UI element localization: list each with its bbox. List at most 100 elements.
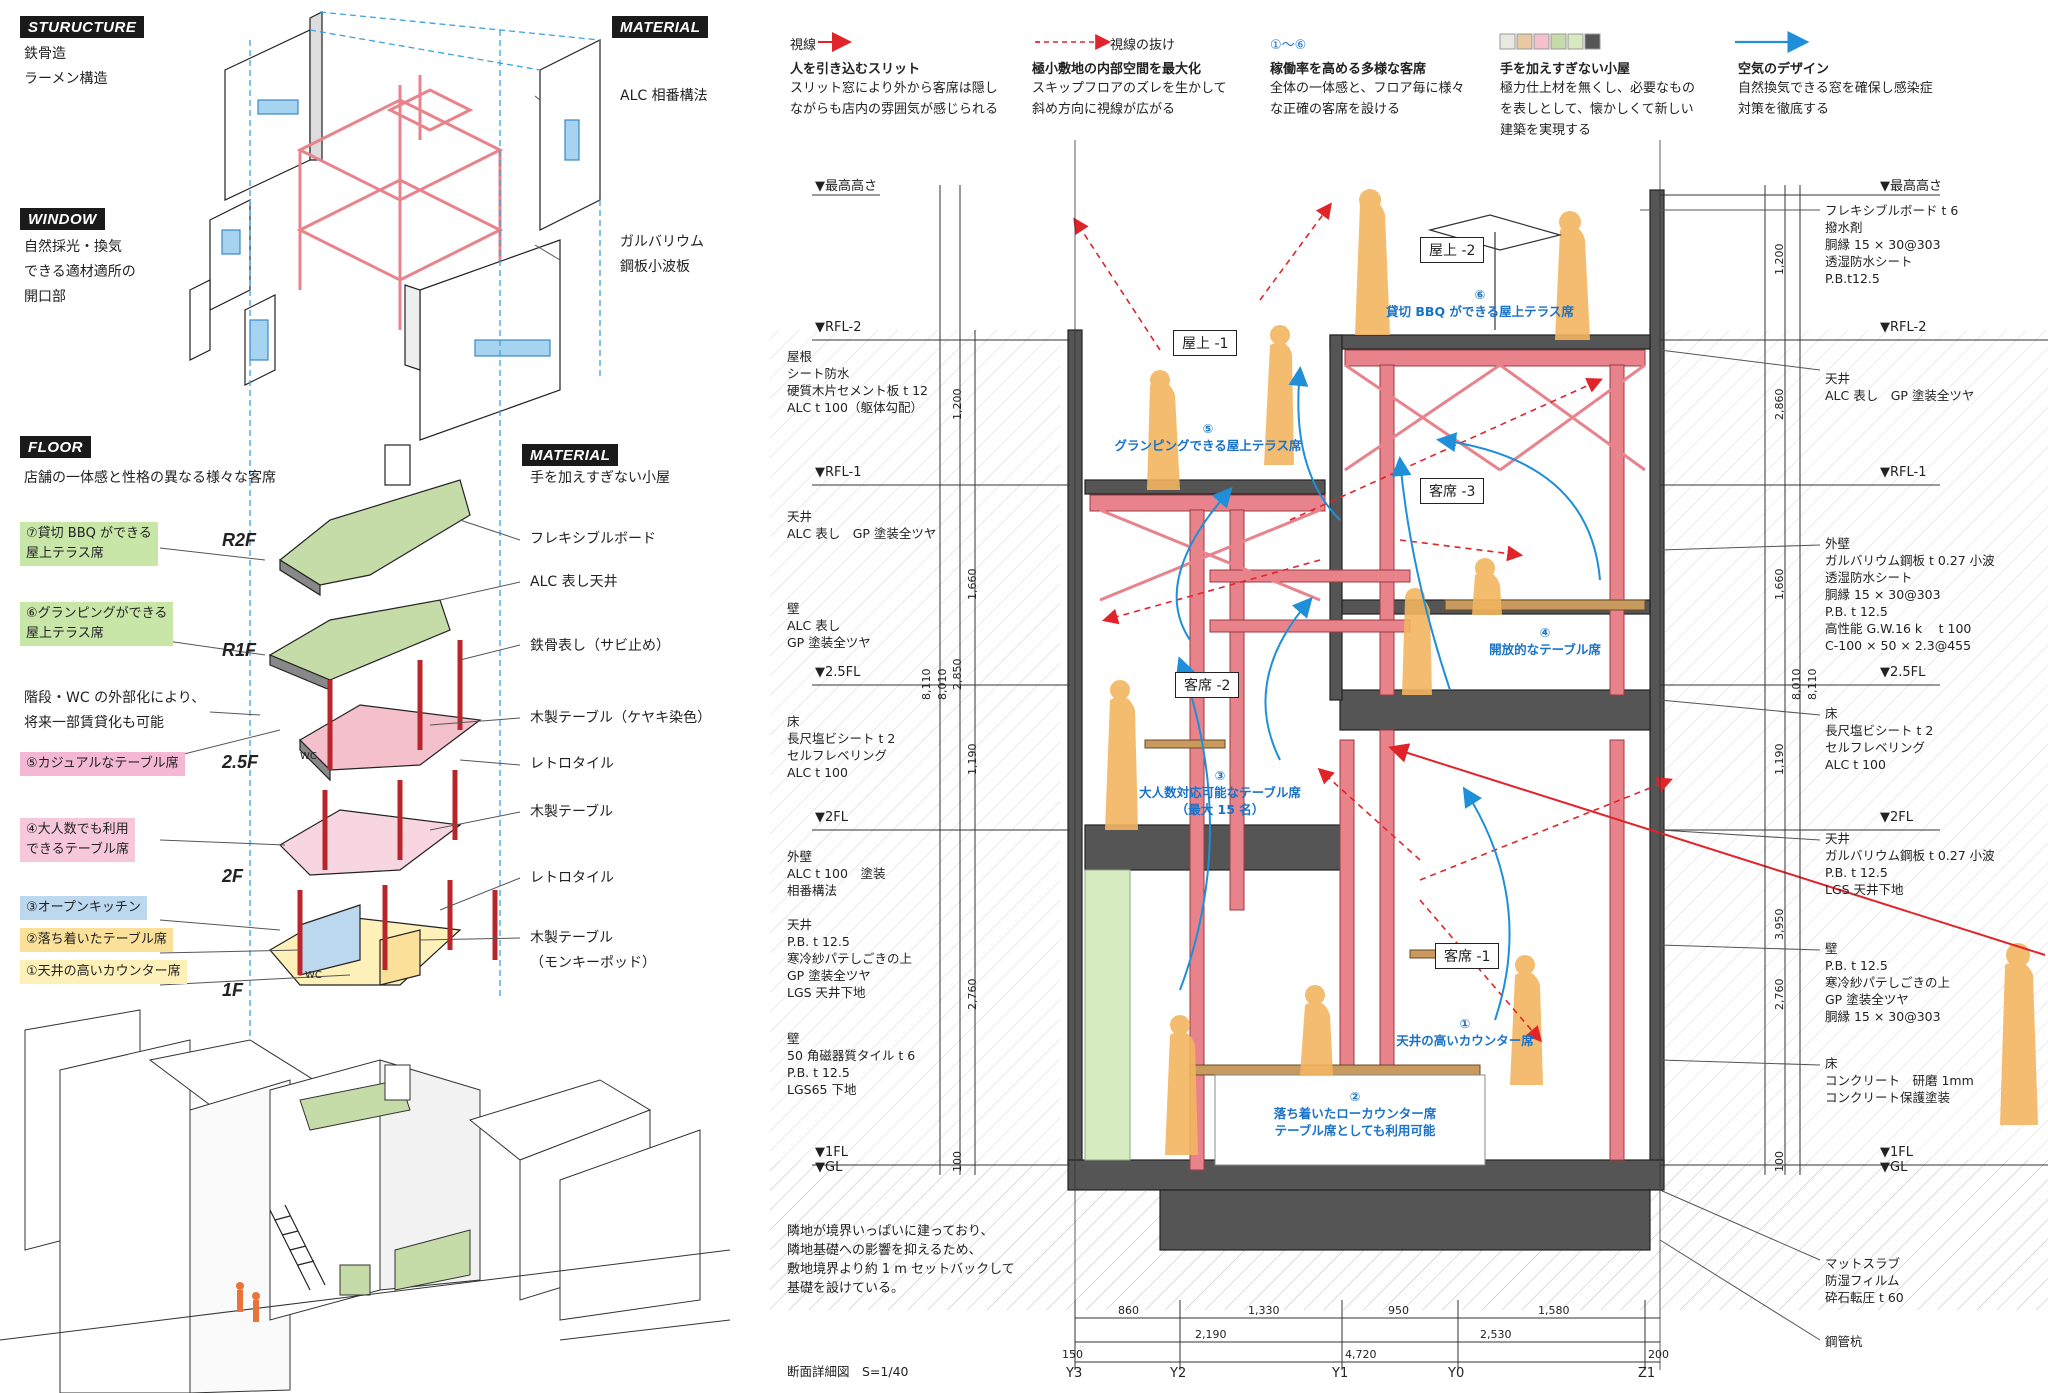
seat-legend-3: ③オープンキッチン: [20, 896, 147, 920]
window-tag: WINDOW: [20, 208, 105, 230]
dim-r-1660: 1,660: [1773, 568, 1786, 601]
mat-table: 木製テーブル: [530, 804, 614, 820]
dim-b-2190: 2,190: [1195, 1328, 1227, 1341]
mat-steel: 鉄骨表し（サビ止め）: [530, 638, 670, 654]
dim-l-1660: 1,660: [966, 568, 979, 601]
dim-b-150: 150: [1062, 1348, 1083, 1361]
dim-r-100: 100: [1773, 1151, 1786, 1172]
wc-label-1: WC: [300, 751, 317, 762]
legend-swatch: [1567, 33, 1584, 50]
legend-swatch: [1550, 33, 1567, 50]
dim-b-2530: 2,530: [1480, 1328, 1512, 1341]
lvl-r-rfl1: ▼RFL-1: [1880, 465, 1927, 480]
note-r-ceiling2: 天井 ガルバリウム鋼板 t 0.27 小波 P.B. t 12.5 LGS 天井…: [1825, 831, 1995, 897]
floor-tag: FLOOR: [20, 436, 91, 458]
mat-table-monkeypod: 木製テーブル （モンキーポッド）: [530, 930, 656, 971]
lvl-l-gl: ▼GL: [815, 1160, 843, 1175]
structure-tag: STURUCTURE: [20, 16, 145, 38]
legend-body-5: 自然換気できる窓を確保し感染症 対策を徹底する: [1738, 81, 1933, 117]
seat-legend-1: ①天井の高いカウンター席: [20, 960, 187, 984]
slit-sightline: [1388, 743, 2046, 956]
lvl-r-top: ▼最高高さ: [1880, 179, 1942, 194]
note-r-floor1: 床 コンクリート 研磨 1mm コンクリート保護塗装: [1825, 1056, 1974, 1105]
level-25f: 2.5F: [222, 752, 259, 772]
material-tag-2: MATERIAL: [522, 444, 619, 466]
grid-z1: Z1: [1638, 1366, 1656, 1381]
grid-y0: Y0: [1448, 1366, 1465, 1381]
dim-l-1200: 1,200: [951, 388, 964, 421]
stair-note: 階段・WC の外部化により、 将来一部賃貸化も可能: [24, 690, 206, 731]
dim-b-860: 860: [1118, 1304, 1139, 1317]
lvl-r-rfl2: ▼RFL-2: [1880, 320, 1927, 335]
seat-label-1: ① 天井の高いカウンター席: [1396, 1016, 1534, 1048]
level-r1f: R1F: [222, 640, 257, 660]
seat-legend-6: ⑥グランピングができる 屋上テラス席: [20, 602, 174, 646]
dim-r-2860: 2,860: [1773, 388, 1786, 421]
note-l-roof: 屋根 シート防水 硬質木片セメント板 t 12 ALC t 100（躯体勾配）: [787, 349, 929, 415]
note-l-exwall: 外壁 ALC t 100 塗装 相番構法: [787, 849, 886, 898]
dim-b-4720: 4,720: [1345, 1348, 1377, 1361]
room-seat-1: 客席 -1: [1435, 943, 1500, 969]
lvl-l-top: ▼最高高さ: [815, 179, 877, 194]
mat-alc-ceiling: ALC 表し天井: [530, 574, 618, 590]
legend-title-5: 空気のデザイン: [1738, 62, 1830, 77]
lvl-l-rfl1: ▼RFL-1: [815, 465, 862, 480]
legend-title-3: 稼働率を高める多様な客席: [1270, 62, 1427, 77]
dim-l-100: 100: [951, 1151, 964, 1172]
dim-b-1330: 1,330: [1248, 1304, 1280, 1317]
structure-text: 鉄骨造 ラーメン構造: [24, 46, 108, 87]
mat-retro-tile-1: レトロタイル: [530, 756, 614, 772]
leaders-right: [1640, 209, 1821, 1341]
low-counter: [1214, 1074, 1486, 1166]
dim-l-8110: 8,110: [920, 668, 933, 701]
dim-r-2760: 2,760: [1773, 978, 1786, 1011]
dim-lines-bottom: [1074, 1300, 1660, 1370]
seat-label-5: ⑤ グランピングできる屋上テラス席: [1114, 421, 1302, 453]
steel-section: [1089, 349, 1646, 1171]
room-seat-2: 客席 -2: [1175, 672, 1240, 698]
dim-r-8110: 8,110: [1806, 668, 1819, 701]
wall-panel-left: [224, 29, 311, 201]
mat-table-keyaki: 木製テーブル（ケヤキ染色）: [530, 710, 712, 726]
window-text: 自然採光・換気 できる適材適所の 開口部: [24, 239, 136, 305]
legend-title-4: 手を加えすぎない小屋: [1500, 62, 1631, 77]
legend-title-2: 極小敷地の内部空間を最大化: [1032, 62, 1202, 77]
seat-label-6: ⑥ 貸切 BBQ ができる屋上テラス席: [1386, 287, 1574, 319]
seat-legend-7: ⑦貸切 BBQ ができる 屋上テラス席: [20, 522, 158, 566]
dim-l-1190: 1,190: [966, 743, 979, 776]
grid-y3: Y3: [1066, 1366, 1083, 1381]
dim-b-1580: 1,580: [1538, 1304, 1570, 1317]
grid-y1: Y1: [1332, 1366, 1349, 1381]
legend-body-3: 全体の一体感と、フロア毎に様々 な正確の客席を設ける: [1270, 81, 1465, 117]
foundation-note: 隣地が境界いっぱいに建っており、 隣地基礎への影響を抑えるため、 敷地境界より約…: [787, 1224, 1015, 1296]
note-r-slab: マットスラブ 防湿フィルム 砕石転圧 t 60: [1825, 1256, 1904, 1305]
room-seat-3: 客席 -3: [1420, 478, 1485, 504]
note-r-pile: 鋼管杭: [1825, 1334, 1863, 1349]
legend-head-2: 視線の抜け: [1110, 38, 1176, 53]
seat-label-4: ④ 開放的なテーブル席: [1489, 625, 1601, 657]
legend-swatch: [1584, 33, 1601, 50]
neighbor-hatch-right: [1660, 330, 2048, 1160]
mat-flexible: フレキシブルボード: [530, 531, 656, 547]
dim-b-200: 200: [1648, 1348, 1669, 1361]
dim-r-1190: 1,190: [1773, 743, 1786, 776]
air-flows: [1175, 366, 1601, 1021]
columns: [297, 640, 498, 975]
legend-body-4: 極力仕上材を無くし、必要なもの を表しとして、懐かしくて新しい 建築を実現する: [1500, 81, 1696, 138]
axon-structure: [189, 11, 601, 441]
legend-body-2: スキップフロアのズレを生かして 斜め方向に視線が広がる: [1032, 81, 1227, 117]
legend-head-3: ①〜⑥: [1270, 38, 1307, 53]
lvl-l-2fl: ▼2FL: [815, 810, 848, 825]
dim-r-8010: 8,010: [1790, 668, 1803, 701]
dim-r-3950: 3,950: [1773, 908, 1786, 941]
dim-l-2850: 2,850: [951, 658, 964, 691]
legend-body-1: スリット窓により外から客席は隠し ながらも店内の雰囲気が感じられる: [790, 81, 999, 117]
note-r-exwall: 外壁 ガルバリウム鋼板 t 0.27 小波 透湿防水シート 胴縁 15 × 30…: [1825, 536, 1995, 653]
material-alc: ALC 相番構法: [620, 88, 708, 104]
dim-l-8010: 8,010: [936, 668, 949, 701]
neighbor-hatch-left: [770, 330, 1060, 1160]
floor-lead: 店舗の一体感と性格の異なる様々な客席: [24, 470, 276, 486]
dim-l-2760: 2,760: [966, 978, 979, 1011]
room-rooftop-2: 屋上 -2: [1420, 237, 1485, 263]
